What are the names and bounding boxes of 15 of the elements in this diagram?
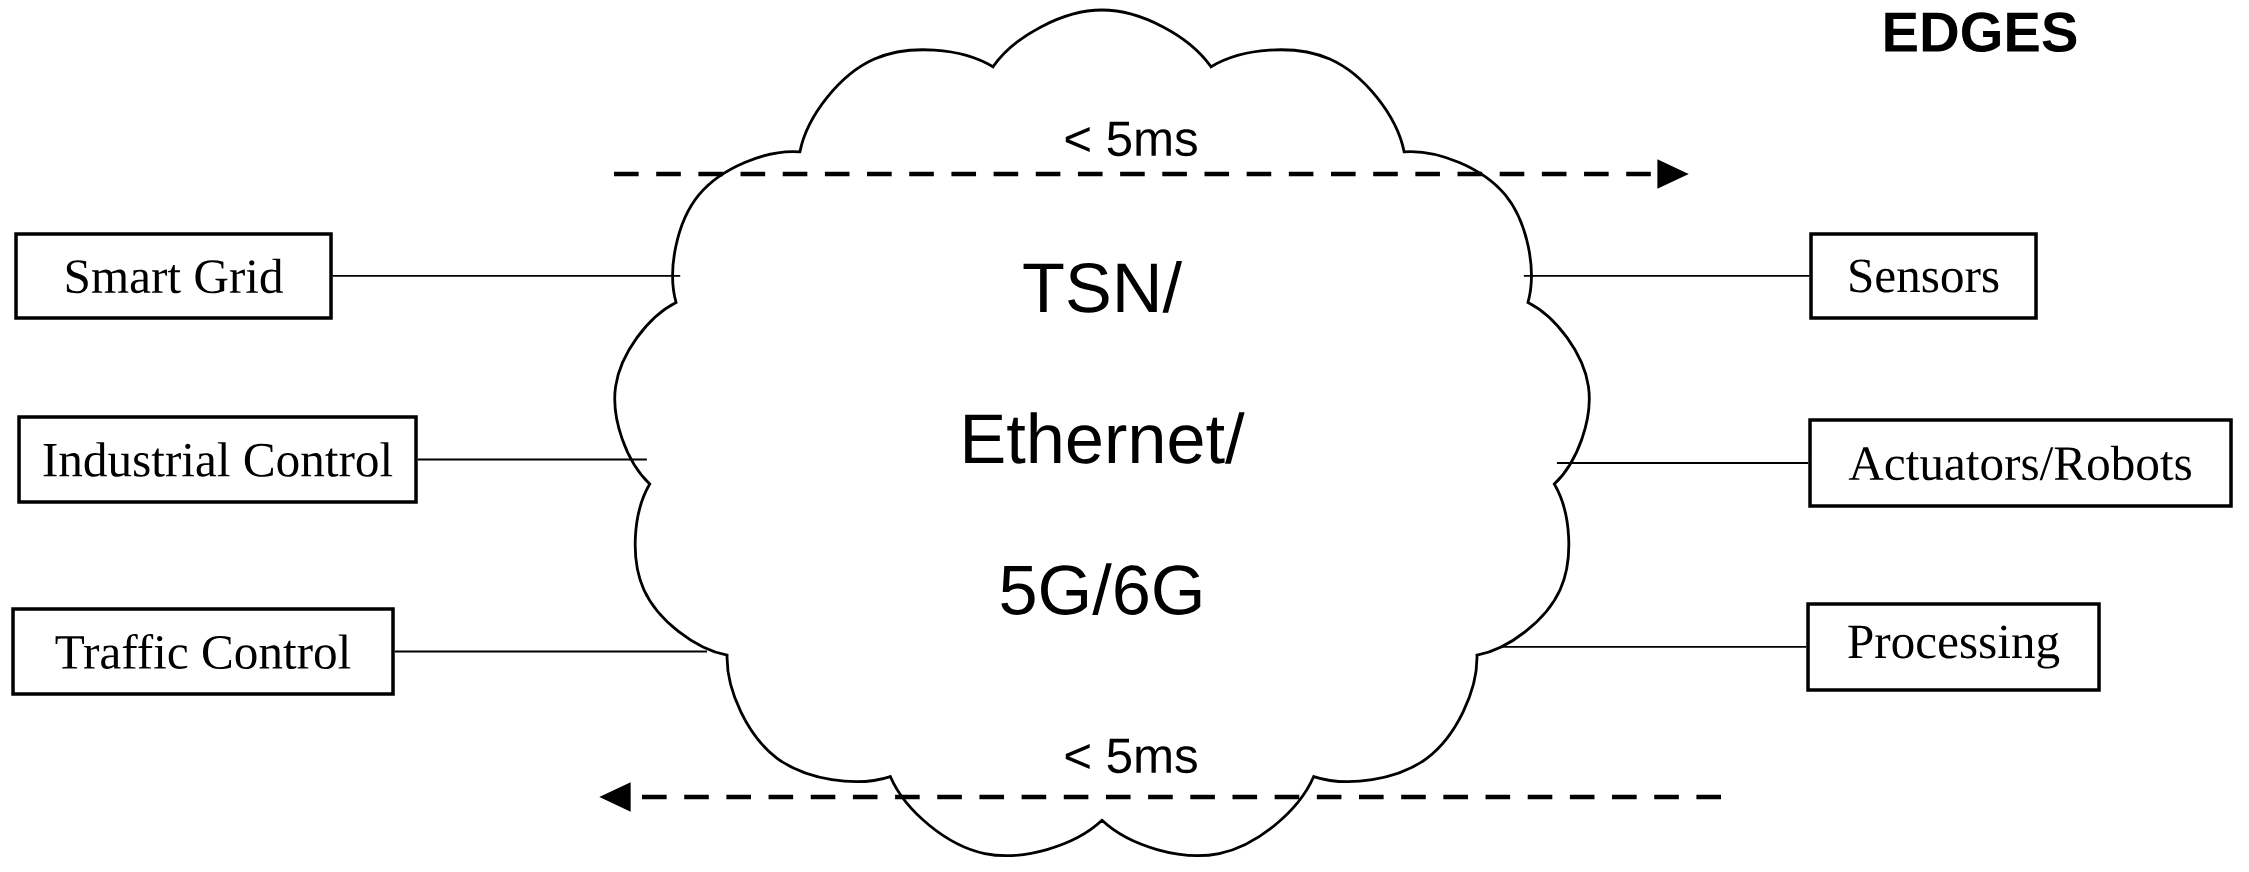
label-box: Industrial Control (17, 415, 418, 504)
connector-line (1556, 462, 1810, 464)
connector-line (416, 458, 648, 461)
connector-line (1498, 646, 1808, 648)
latency-label: < 5ms (1065, 121, 1197, 157)
connector-line (393, 650, 708, 653)
label-box: Traffic Control (11, 607, 395, 696)
label-box: Processing (1806, 602, 2101, 692)
label-box: Smart Grid (14, 232, 333, 320)
label-box: Sensors (1809, 232, 2038, 320)
connector-line (1522, 275, 1811, 277)
connector-line (331, 275, 682, 277)
latency-label: < 5ms (1065, 738, 1197, 774)
label-box: Actuators/Robots (1808, 418, 2233, 508)
heading: EDGES (1885, 12, 2077, 53)
